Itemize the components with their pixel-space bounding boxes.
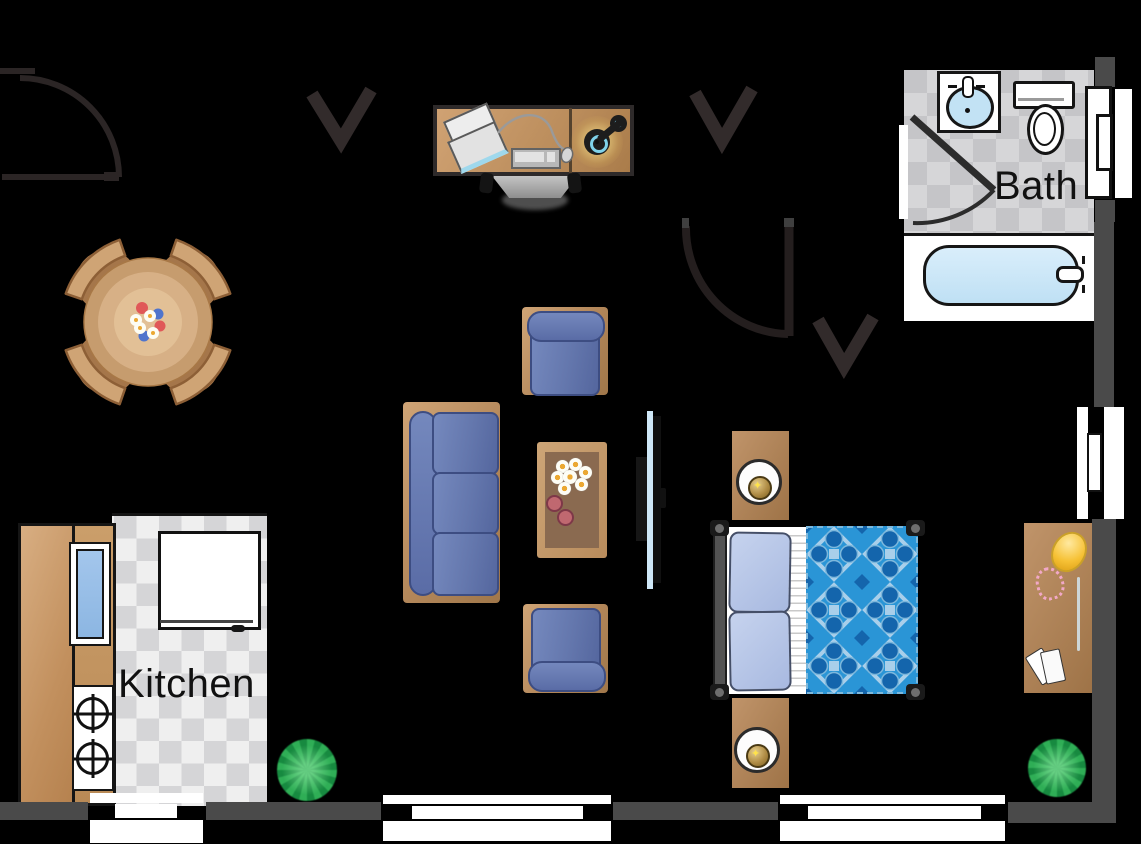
desk-chair-armrest-left — [478, 172, 495, 194]
sofa-cushion-1 — [432, 412, 499, 475]
kitchen-window-sill-top — [90, 793, 203, 803]
bath-label-text: Bath — [994, 164, 1079, 208]
wall-bottom-3 — [613, 802, 778, 820]
side-window-sill-left — [1077, 407, 1088, 519]
refrigerator-handle — [231, 625, 245, 632]
bed-pillow-top — [728, 531, 792, 614]
desk-chair-armrest-right — [566, 172, 583, 194]
toilet-tank-line — [1018, 98, 1064, 101]
chevron-icon-2 — [689, 85, 758, 155]
nightstand-bottom-lamp-sparkle: ✦ — [751, 748, 761, 760]
dining-table-shade2 — [114, 288, 182, 356]
armchair-top-back — [527, 311, 605, 342]
armchair-bottom-back — [528, 661, 606, 692]
bath-window-sill — [1115, 89, 1132, 198]
bedroom-window-sash — [808, 806, 981, 819]
dining-flower-bouquet — [130, 302, 166, 342]
desk-divider-line — [569, 108, 572, 173]
wall-right-lower — [1092, 519, 1116, 803]
bedroom-window-sill-bottom — [780, 821, 1005, 841]
wall-bottom-left — [0, 802, 88, 820]
door-swing-bedroom — [681, 218, 794, 338]
bathtub — [923, 245, 1079, 306]
bath-window-sash — [1096, 114, 1113, 171]
refrigerator-door-line — [160, 620, 253, 623]
tub-tick-bottom — [1082, 285, 1085, 293]
bed-frame-rail — [713, 525, 727, 695]
living-window-sash — [412, 806, 583, 819]
keyboard-numpad — [547, 152, 555, 162]
wall-bottom-2 — [206, 802, 381, 820]
bath-room-label: Bath — [994, 164, 1078, 209]
wall-right-top — [1095, 57, 1115, 87]
coffee-table-cup-1 — [546, 495, 563, 512]
bath-door-gap — [899, 125, 908, 219]
kitchen-window-sill-bottom — [90, 820, 203, 843]
side-window-sill-right — [1104, 407, 1124, 519]
keyboard-keys — [515, 152, 544, 162]
bed-pillow-bottom — [728, 610, 792, 692]
sink-drain-dot — [965, 108, 970, 113]
bed-post-cap-3 — [911, 524, 920, 533]
kitchen-room-label: Kitchen — [118, 662, 255, 707]
kitchen-label-text: Kitchen — [118, 662, 255, 706]
side-window-sash — [1087, 433, 1102, 492]
tv-mount-nub — [660, 488, 666, 508]
sink-faucet-icon — [962, 76, 974, 98]
chevron-icon-1 — [306, 86, 377, 154]
bed-post-cap-4 — [911, 688, 920, 697]
plant-right — [1028, 739, 1086, 797]
bed-quilt — [806, 526, 918, 694]
faucet-tick-left — [948, 85, 957, 88]
sofa-cushion-2 — [432, 472, 499, 535]
coffee-table-daisies — [548, 458, 596, 502]
stove-burner-bottom — [76, 742, 109, 775]
faucet-tick-right — [976, 85, 985, 88]
plant-left — [277, 739, 337, 801]
sofa-cushion-3 — [432, 532, 499, 596]
tub-tick-top — [1082, 256, 1085, 264]
wall-right-mid2 — [1094, 222, 1114, 407]
bed-post-cap-1 — [715, 524, 724, 533]
dresser-pen — [1077, 577, 1080, 651]
chevron-icon-3 — [812, 313, 879, 379]
desk-lamp-head-dot — [595, 140, 599, 144]
bedroom-window-sill-top — [780, 795, 1005, 804]
refrigerator — [158, 531, 261, 630]
door-swing-top-left — [0, 68, 122, 181]
dining-table-with-chairs — [56, 230, 240, 414]
tv-screen-edge — [647, 411, 653, 589]
kitchen-sink-basin — [76, 549, 104, 639]
living-window-sill-bottom — [383, 821, 611, 841]
bed-post-cap-2 — [715, 688, 724, 697]
toilet-bowl-inner — [1033, 112, 1056, 146]
nightstand-top-lamp-sparkle: ✦ — [753, 480, 763, 492]
coffee-table-cup-2 — [557, 509, 574, 526]
tv-body — [652, 416, 661, 583]
nightstand-top-lamp-finial — [748, 476, 772, 500]
kitchen-window-sash — [115, 804, 177, 818]
nightstand-bottom-lamp-finial — [746, 744, 770, 768]
bathtub-faucet-icon — [1056, 266, 1084, 283]
bed-sheet-ruffle — [787, 529, 809, 692]
desk-lamp-head-ring — [590, 135, 608, 153]
wall-bottom-right-corner — [1008, 802, 1116, 823]
stove-burner-top — [76, 697, 109, 730]
wall-right-mid1 — [1095, 200, 1115, 222]
living-window-sill-top — [383, 795, 611, 804]
desk-chair-seat — [492, 176, 578, 198]
